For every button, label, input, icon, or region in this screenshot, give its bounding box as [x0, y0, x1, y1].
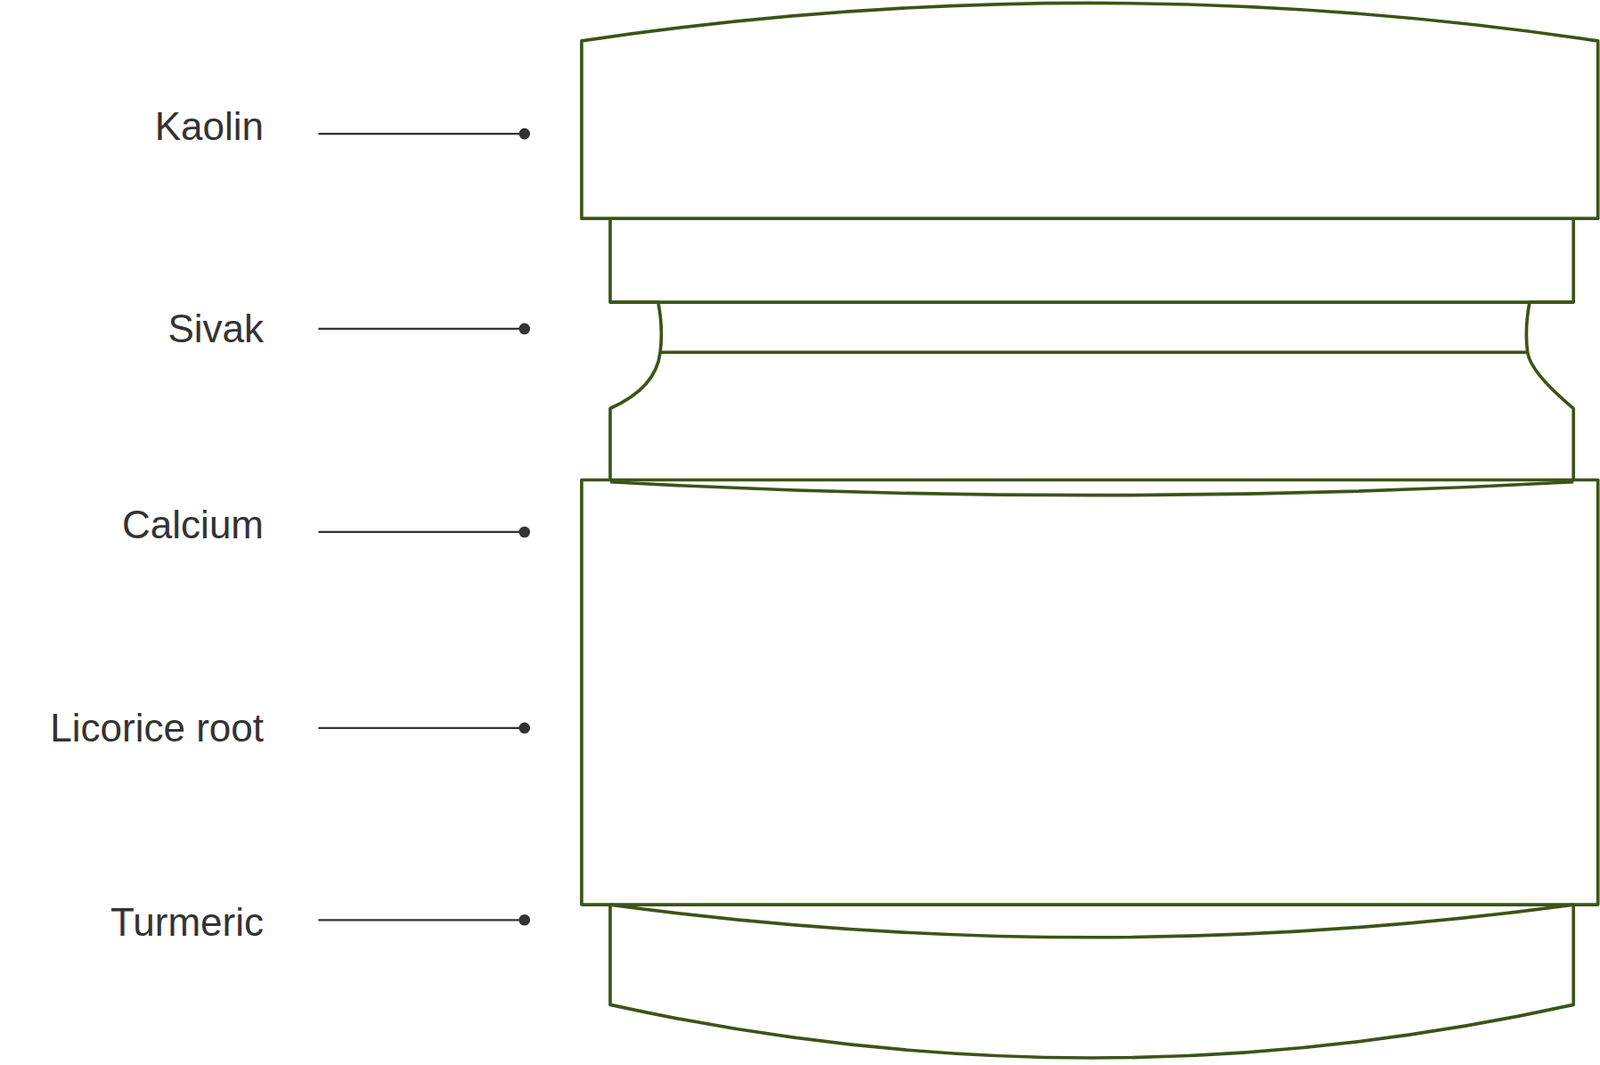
- jar-neck: [610, 302, 1574, 480]
- leader-line: [318, 132, 524, 135]
- leader-line: [318, 918, 524, 921]
- part-label: Kaolin: [155, 104, 264, 150]
- leader-dot: [518, 722, 531, 735]
- jar-lid: [581, 2, 1599, 219]
- jar-base: [610, 904, 1574, 1058]
- part-label: Turmeric: [110, 899, 264, 946]
- jar-neck-band: [610, 218, 1574, 303]
- leader-dot: [518, 526, 531, 539]
- part-label: Licorice root: [49, 705, 264, 752]
- leader-line: [318, 327, 524, 330]
- part-label: Sivak: [167, 306, 264, 352]
- part-label: Calcium: [122, 502, 264, 548]
- leader-dot: [518, 128, 531, 140]
- leader-line: [318, 726, 524, 729]
- leader-dot: [518, 914, 531, 926]
- jar-body-top-curve: [610, 481, 1574, 496]
- leader-line: [318, 530, 524, 533]
- leader-dot: [518, 323, 531, 335]
- jar-body-bottom-curve: [610, 904, 1574, 938]
- jar-body: [581, 479, 1599, 905]
